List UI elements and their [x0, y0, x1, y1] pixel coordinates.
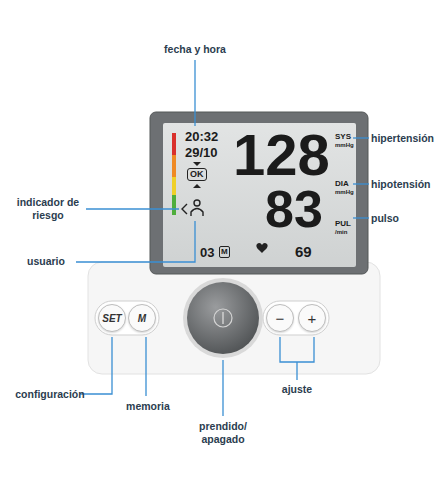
screen-housing	[150, 112, 368, 274]
memory-icon: M	[219, 246, 230, 258]
callout-label: prendido/ apagado	[193, 420, 253, 446]
leader-line	[222, 360, 223, 416]
unit-label: PUL	[335, 220, 351, 228]
risk-color-bar	[172, 155, 176, 177]
diastolic-readout: 83	[265, 183, 323, 235]
screen-housing	[163, 123, 356, 267]
risk-color-bar	[172, 133, 176, 215]
button-label: −	[276, 310, 285, 327]
time-readout: 20:32	[185, 130, 218, 143]
device-body	[88, 262, 380, 374]
unit-label: SYS	[335, 133, 351, 141]
ok-arrows	[193, 162, 201, 166]
callout-label: memoria	[126, 400, 170, 413]
callout-label: fecha y hora	[164, 43, 226, 56]
button-label: SET	[102, 313, 121, 324]
callout-label: usuario	[27, 255, 65, 268]
callout-label: configuración	[15, 388, 84, 401]
heart-icon	[256, 243, 267, 253]
systolic-readout: 128	[233, 126, 330, 184]
power-button	[187, 282, 259, 354]
button-label: OK	[190, 169, 204, 180]
leader-line	[80, 337, 112, 394]
button-pill	[263, 301, 329, 335]
power-button	[222, 312, 223, 324]
power-button	[183, 278, 263, 358]
risk-color-bar	[172, 195, 176, 215]
leader-line	[145, 337, 146, 396]
callout-label: ajuste	[282, 383, 312, 396]
risk-color-bar	[172, 133, 176, 155]
callout-label: hipotensión	[371, 178, 431, 191]
callout-label: indicador de riesgo	[10, 196, 86, 222]
user-icon	[191, 200, 203, 216]
risk-color-bar	[172, 177, 176, 195]
leader-line	[76, 60, 369, 416]
callout-label: pulso	[371, 212, 399, 225]
button-label: +	[308, 310, 317, 327]
power-button	[183, 278, 263, 358]
power-button	[214, 309, 232, 327]
user-icon	[191, 209, 203, 217]
callout-label: hipertensión	[371, 132, 434, 145]
unit-label: mmHg	[335, 142, 354, 148]
leader-line	[353, 217, 369, 218]
button-label: M	[221, 247, 228, 257]
screen-housing	[150, 112, 368, 274]
button-label: M	[138, 313, 146, 324]
device-body	[88, 262, 380, 374]
set-button: SET	[98, 304, 126, 332]
minus-button: −	[266, 304, 294, 332]
ok-arrows	[193, 184, 201, 188]
unit-label: mmHg	[335, 189, 354, 195]
unit-label: /min	[335, 229, 347, 235]
user-icon	[194, 200, 200, 206]
unit-label: DIA	[335, 180, 349, 188]
leader-line	[76, 221, 195, 262]
button-pill	[95, 301, 159, 335]
leader-line	[194, 60, 195, 126]
heart-icon	[256, 243, 267, 253]
memory-number: 03	[200, 246, 214, 259]
date-readout: 29/10	[185, 146, 218, 159]
risk-chevron	[182, 204, 187, 214]
lcd-screen: 20:3229/10128SYSmmHg83DIAmmHg0369PUL/min…	[165, 125, 355, 265]
leader-line	[353, 137, 369, 138]
leader-line	[280, 337, 314, 380]
ok-indicator: OK	[187, 168, 207, 181]
pulse-readout: 69	[295, 244, 312, 259]
leader-line	[353, 183, 369, 184]
plus-button: +	[298, 304, 326, 332]
memory-button: M	[128, 304, 156, 332]
leader-line	[86, 208, 179, 209]
risk-chevron	[182, 204, 187, 214]
